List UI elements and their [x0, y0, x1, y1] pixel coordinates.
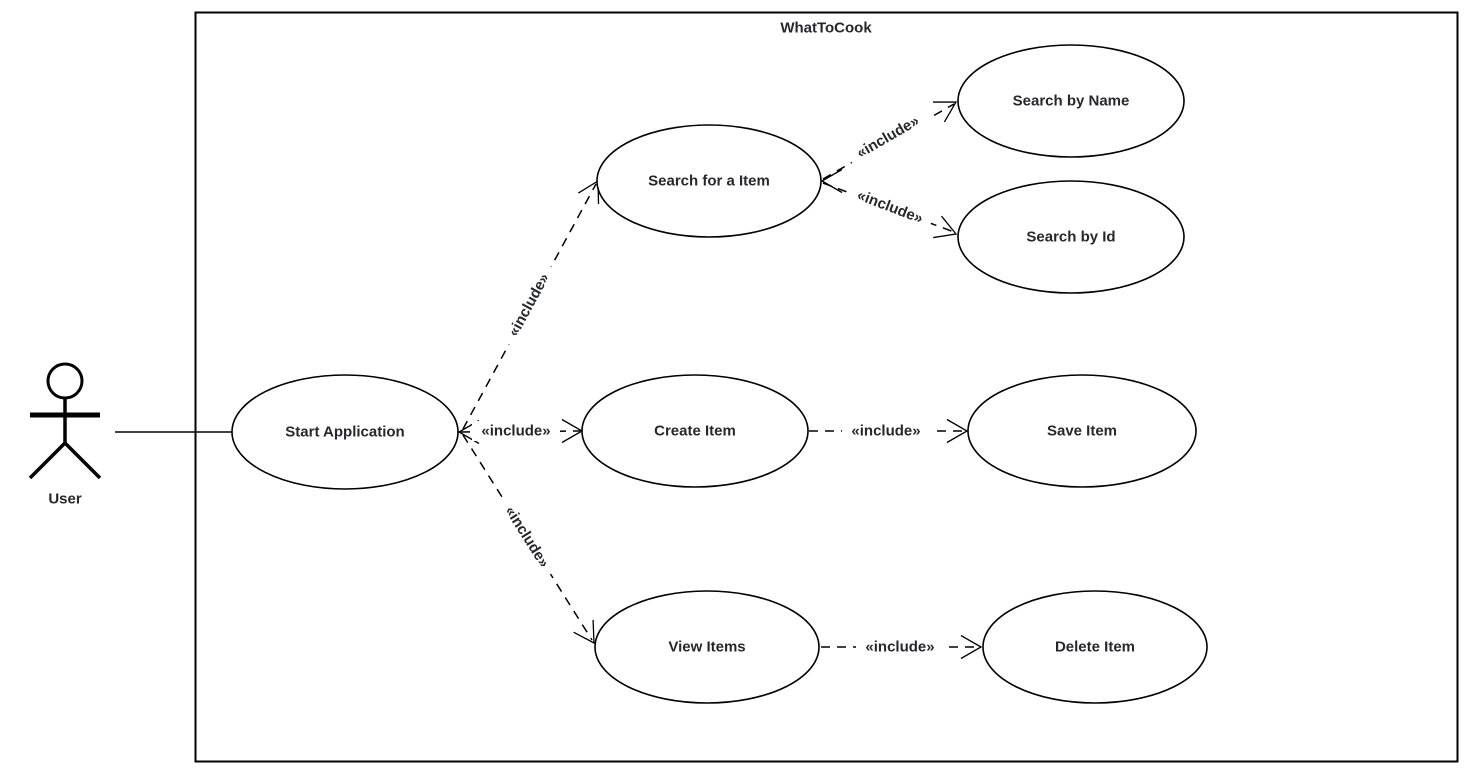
- actor-legs: [28, 440, 102, 480]
- usecase-ellipse: [231, 374, 459, 490]
- usecase-ellipse: [967, 374, 1197, 488]
- label-background: [472, 421, 560, 441]
- usecase-ellipse: [594, 590, 820, 704]
- label-background: [495, 494, 559, 580]
- usecase-create-item: Create Item: [581, 374, 809, 488]
- open-arrowhead: [946, 418, 969, 444]
- usecase-ellipse: [957, 180, 1185, 294]
- include-label-group: «include»: [842, 421, 930, 441]
- usecase-search-by-id: Search by Id: [957, 180, 1185, 294]
- include-label: «include»: [481, 423, 550, 440]
- usecase-save-item: Save Item: [967, 374, 1197, 488]
- usecase-label: Search by Id: [1026, 229, 1115, 246]
- usecase-ellipse: [957, 44, 1185, 158]
- open-arrowhead: [573, 619, 595, 645]
- usecase-search-by-name: Search by Name: [957, 44, 1185, 158]
- open-arrowhead: [960, 634, 983, 660]
- usecase-view-items: View Items: [594, 590, 820, 704]
- usecase-label: Create Item: [654, 423, 736, 440]
- label-background: [842, 421, 930, 441]
- usecase-ellipse: [581, 374, 809, 488]
- usecase-start-application: Start Application: [231, 374, 459, 490]
- usecase-delete-item: Delete Item: [982, 590, 1208, 704]
- usecase-ellipse: [596, 124, 822, 238]
- edge-line: [462, 183, 597, 430]
- include-label: «include»: [851, 423, 920, 440]
- actor-user: User: [28, 362, 102, 508]
- include-label-group: «include»: [472, 421, 560, 441]
- include-label: «include»: [865, 639, 934, 656]
- usecase-search-for-a-item: Search for a Item: [596, 124, 822, 238]
- label-background: [844, 106, 932, 168]
- label-background: [499, 261, 559, 349]
- usecase-label: Search for a Item: [648, 173, 770, 190]
- open-arrowhead: [932, 101, 958, 123]
- include-edge-create-to-save: «include»: [809, 418, 969, 444]
- system-boundary-title: WhatToCook: [780, 20, 872, 37]
- actor-label: User: [48, 491, 82, 508]
- usecase-label: Start Application: [285, 424, 404, 441]
- open-arrowhead: [820, 168, 843, 194]
- include-label-group: «include»: [856, 637, 944, 657]
- edge-line: [462, 434, 593, 641]
- usecase-ellipse: [982, 590, 1208, 704]
- usecase-label: Save Item: [1047, 423, 1117, 440]
- usecase-label: View Items: [668, 639, 745, 656]
- usecase-label: Delete Item: [1055, 639, 1135, 656]
- actor-head: [46, 362, 84, 400]
- label-background: [856, 637, 944, 657]
- include-edge-view-to-delete: «include»: [821, 634, 983, 660]
- label-background: [845, 181, 935, 233]
- open-arrowhead: [933, 215, 958, 239]
- usecase-label: Search by Name: [1013, 93, 1130, 110]
